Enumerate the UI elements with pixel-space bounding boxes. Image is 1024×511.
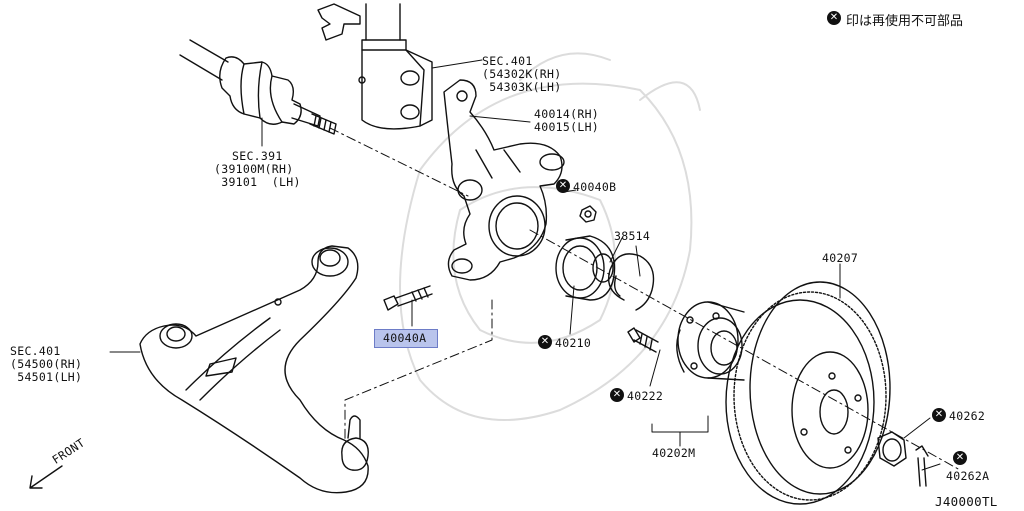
label-driveshaft-rh[interactable]: (39100M(RH)	[214, 162, 294, 176]
circlip[interactable]	[607, 253, 655, 311]
label-strut-rh[interactable]: (54302K(RH)	[482, 67, 562, 81]
diagram-code: J40000TL	[935, 494, 998, 509]
label-40202m[interactable]: 40202M	[652, 446, 696, 460]
non-reusable-mark-icon: ✕	[953, 451, 967, 465]
label-lower-arm-lh[interactable]: 54501(LH)	[10, 370, 83, 384]
non-reusable-mark-icon: ✕	[827, 11, 841, 25]
bolt-40040a[interactable]	[383, 285, 433, 311]
drive-shaft[interactable]	[179, 39, 337, 135]
lower-arm[interactable]	[139, 245, 369, 494]
leader-lines	[109, 59, 941, 471]
highlight-40040a	[374, 329, 438, 348]
label-lower-arm-rh[interactable]: (54500(RH)	[10, 357, 83, 371]
label-driveshaft-lh[interactable]: 39101 (LH)	[214, 175, 301, 189]
hub-nut[interactable]	[877, 431, 907, 467]
label-driveshaft-sec[interactable]: SEC.391	[232, 149, 283, 163]
label-40040a[interactable]: 40040A	[383, 331, 427, 345]
non-reusable-mark-icon: ✕	[932, 408, 946, 422]
non-reusable-mark-icon: ✕	[610, 388, 624, 402]
label-40262a[interactable]: 40262A	[946, 469, 990, 483]
label-40210[interactable]: 40210	[555, 336, 592, 350]
label-knuckle-rh[interactable]: 40014(RH)	[534, 107, 600, 121]
label-lower-arm-sec[interactable]: SEC.401	[10, 344, 61, 358]
hub-bolt[interactable]	[627, 327, 659, 353]
label-knuckle-lh[interactable]: 40015(LH)	[534, 120, 600, 134]
label-40222[interactable]: 40222	[627, 389, 664, 403]
label-strut-lh[interactable]: 54303K(LH)	[482, 80, 562, 94]
steering-knuckle[interactable]	[443, 79, 565, 281]
hub-assembly[interactable]	[676, 301, 745, 381]
non-reusable-mark-icon: ✕	[556, 179, 570, 193]
label-40262[interactable]: 40262	[949, 409, 986, 423]
nut-40040b[interactable]	[579, 205, 597, 223]
non-reusable-mark-icon: ✕	[538, 335, 552, 349]
label-strut-sec[interactable]: SEC.401	[482, 54, 533, 68]
brake-rotor[interactable]	[725, 281, 891, 505]
wheel-bearing[interactable]	[555, 235, 616, 301]
cotter-pin[interactable]	[915, 445, 929, 487]
strut-bracket[interactable]	[317, 3, 433, 130]
label-38514[interactable]: 38514	[614, 229, 651, 243]
watermark	[399, 52, 701, 421]
label-40040b[interactable]: 40040B	[573, 180, 617, 194]
center-lines	[329, 127, 961, 471]
legend-text: 印は再使用不可部品	[846, 14, 964, 29]
label-40207[interactable]: 40207	[822, 251, 859, 265]
front-arrow-icon	[29, 465, 63, 489]
